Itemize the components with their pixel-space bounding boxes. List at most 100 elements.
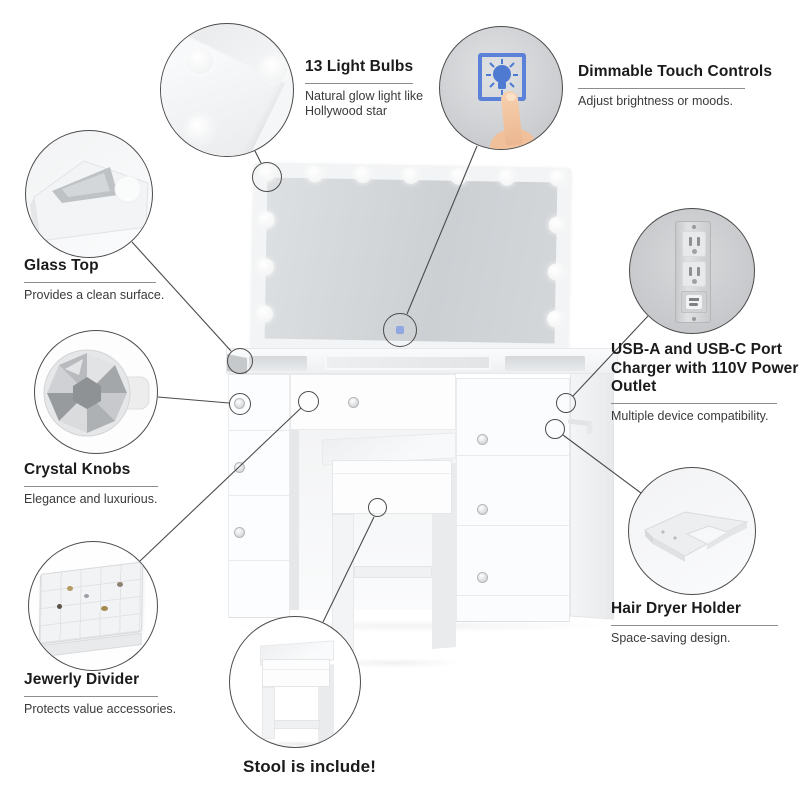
marker-jewelry-drawer (298, 391, 319, 412)
feature-description: Natural glow light like Hollywood star (305, 88, 424, 119)
light-bulb-icon (486, 59, 518, 95)
feature-title: Crystal Knobs (24, 461, 131, 478)
callout-touch-controls: Dimmable Touch Controls Adjust brightnes… (578, 63, 778, 109)
drawer-seam (228, 430, 290, 431)
feature-description: Elegance and luxurious. (24, 491, 158, 506)
marker-usb-outlet (556, 393, 576, 413)
feature-title: Glass Top (24, 257, 99, 274)
power-outlet-icon (682, 231, 706, 257)
jewelry-divider-tray (38, 561, 144, 645)
drawer-seam (456, 455, 570, 456)
callout-glass-top: Glass Top Provides a clean surface. (24, 257, 164, 303)
marker-glass-top (227, 348, 253, 374)
power-strip (675, 221, 711, 323)
crystal-knob (234, 527, 245, 538)
hair-dryer-holder-detail-circle (628, 467, 756, 595)
feature-title: USB-A and USB-C Port Charger with 110V P… (611, 341, 799, 396)
feature-description: Provides a clean surface. (24, 287, 165, 302)
glass-top-surface (325, 355, 491, 370)
crystal-knob (234, 462, 245, 473)
callout-usb-charger: USB-A and USB-C Port Charger with 110V P… (611, 341, 800, 425)
right-storage-compartment (505, 356, 585, 371)
stool-left-leg (262, 687, 275, 739)
feature-title: 13 Light Bulbs (305, 58, 414, 75)
mirror-bulb (401, 166, 420, 184)
stool-front (262, 659, 330, 687)
stool-floor-shadow (324, 658, 464, 668)
callout-stool: Stool is include! (243, 757, 376, 777)
jewelry-divider-detail-circle (28, 541, 158, 671)
crystal-knob-closeup (43, 349, 150, 437)
light-bulbs-detail-circle (160, 23, 294, 157)
feature-title: Dimmable Touch Controls (578, 63, 773, 80)
callout-jewelry-divider: Jewerly Divider Protects value accessori… (24, 671, 176, 717)
feature-title: Jewerly Divider (24, 671, 140, 688)
usb-port-module (681, 291, 707, 313)
drawer-seam (456, 525, 570, 526)
outlet-ground-hole (692, 249, 697, 254)
left-storage-compartment (249, 356, 307, 371)
usb-port-face (686, 295, 702, 309)
drawer-seam (228, 495, 290, 496)
outlet-ground-hole (692, 279, 697, 284)
crystal-knob-detail-circle (34, 330, 158, 454)
outlet-slot (689, 267, 692, 276)
feature-description: Space-saving design. (611, 630, 731, 645)
glass-top-corner (30, 151, 152, 249)
vanity-desktop (226, 348, 618, 374)
touch-controls-detail-circle (439, 26, 563, 150)
callout-crystal-knobs: Crystal Knobs Elegance and luxurious. (24, 461, 158, 507)
outlet-slot (697, 267, 700, 276)
mirror-bulb (256, 257, 274, 276)
power-outlet-icon (682, 261, 706, 287)
feature-description: Multiple device compatibility. (611, 408, 769, 423)
stool-crossbar (354, 566, 432, 578)
right-drawer-column (456, 378, 570, 622)
mirror-bulb (353, 165, 372, 183)
drawer-seam (456, 595, 570, 596)
jewelry-item (67, 586, 73, 591)
light-bulb-icon (187, 48, 213, 74)
glass-top-detail-circle (25, 130, 153, 258)
mirror-bulb (305, 164, 324, 182)
outlet-slot (689, 237, 692, 246)
feature-description: Protects value accessories. (24, 701, 177, 716)
mirror-bulb (547, 215, 566, 234)
finger-nail (506, 93, 516, 101)
stool-front (332, 460, 452, 514)
mirror-bulb (497, 168, 516, 186)
usb-c-port-icon (689, 303, 698, 306)
jewelry-item (101, 606, 108, 611)
feature-title: Stool is include! (243, 757, 376, 776)
title-underline (24, 281, 156, 283)
mirror-bulb (449, 167, 468, 185)
crystal-knob (477, 434, 488, 445)
jewelry-item (117, 582, 123, 587)
marker-touch-control (383, 313, 417, 347)
light-bulb-icon (187, 116, 213, 142)
touch-control-icon (396, 326, 404, 334)
screw (692, 225, 696, 229)
hair-dryer-holder-bracket (644, 511, 749, 562)
mirror-bulb (547, 262, 565, 281)
marker-crystal-knob (229, 393, 251, 415)
feature-title: Hair Dryer Holder (611, 600, 742, 617)
callout-light-bulbs: 13 Light Bulbs Natural glow light like H… (305, 58, 460, 120)
light-bulb-icon (261, 56, 287, 82)
jewelry-item (84, 594, 89, 598)
jewelry-item (57, 604, 62, 609)
stool-detail-circle (229, 616, 361, 748)
stool-crossbar (274, 720, 320, 729)
marker-light-bulbs (252, 162, 282, 192)
drawer-seam (228, 560, 290, 561)
crystal-knob (348, 397, 359, 408)
marker-hair-dryer-holder (545, 419, 565, 439)
stool-shadow (256, 741, 340, 747)
callout-hair-dryer-holder: Hair Dryer Holder Space-saving design. (611, 600, 778, 646)
marker-stool (368, 498, 387, 517)
screw (692, 317, 696, 321)
title-underline (305, 82, 413, 84)
mirror-frame-corner (161, 28, 286, 156)
title-underline (578, 87, 745, 89)
